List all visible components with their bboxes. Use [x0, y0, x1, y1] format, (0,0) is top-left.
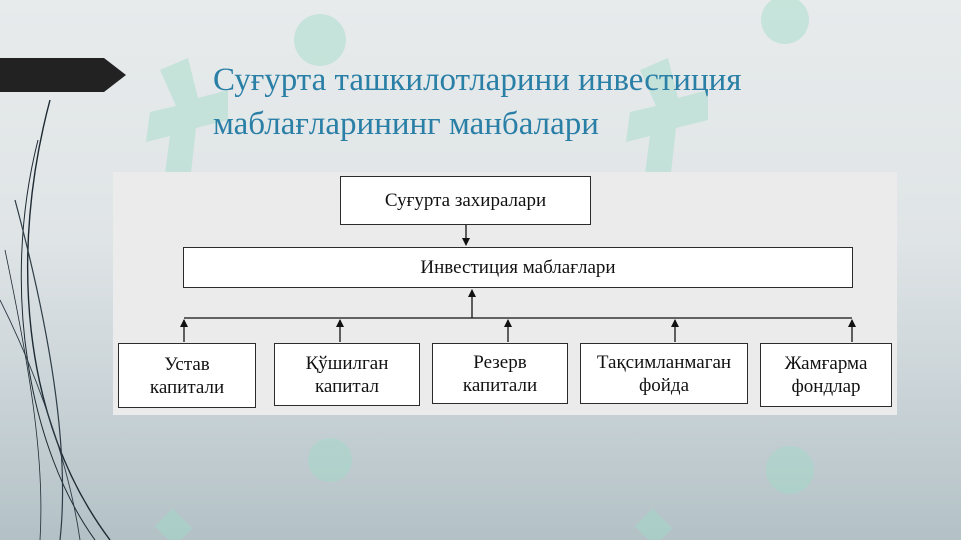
box-insurance-reserves: Суғурта захиралари [340, 176, 591, 225]
box-source-accumulation-funds: Жамғарма фондлар [760, 343, 892, 407]
deco-line [26, 99, 111, 540]
box-investment-funds: Инвестиция маблағлари [183, 247, 853, 288]
box-source-additional-capital: Қўшилган капитал [274, 343, 420, 406]
deco-line [4, 249, 42, 540]
slide-title: Суғурта ташкилотларини инвестиция маблағ… [213, 62, 742, 142]
deco-line [14, 199, 64, 540]
box-source-reserve-capital: Резерв капитали [432, 343, 568, 404]
deco-line [0, 299, 81, 540]
box-source-charter-capital: Устав капитали [118, 343, 256, 408]
box-source-retained-earnings: Тақсимланмаган фойда [580, 343, 748, 404]
arrow-right-shape [0, 58, 126, 92]
